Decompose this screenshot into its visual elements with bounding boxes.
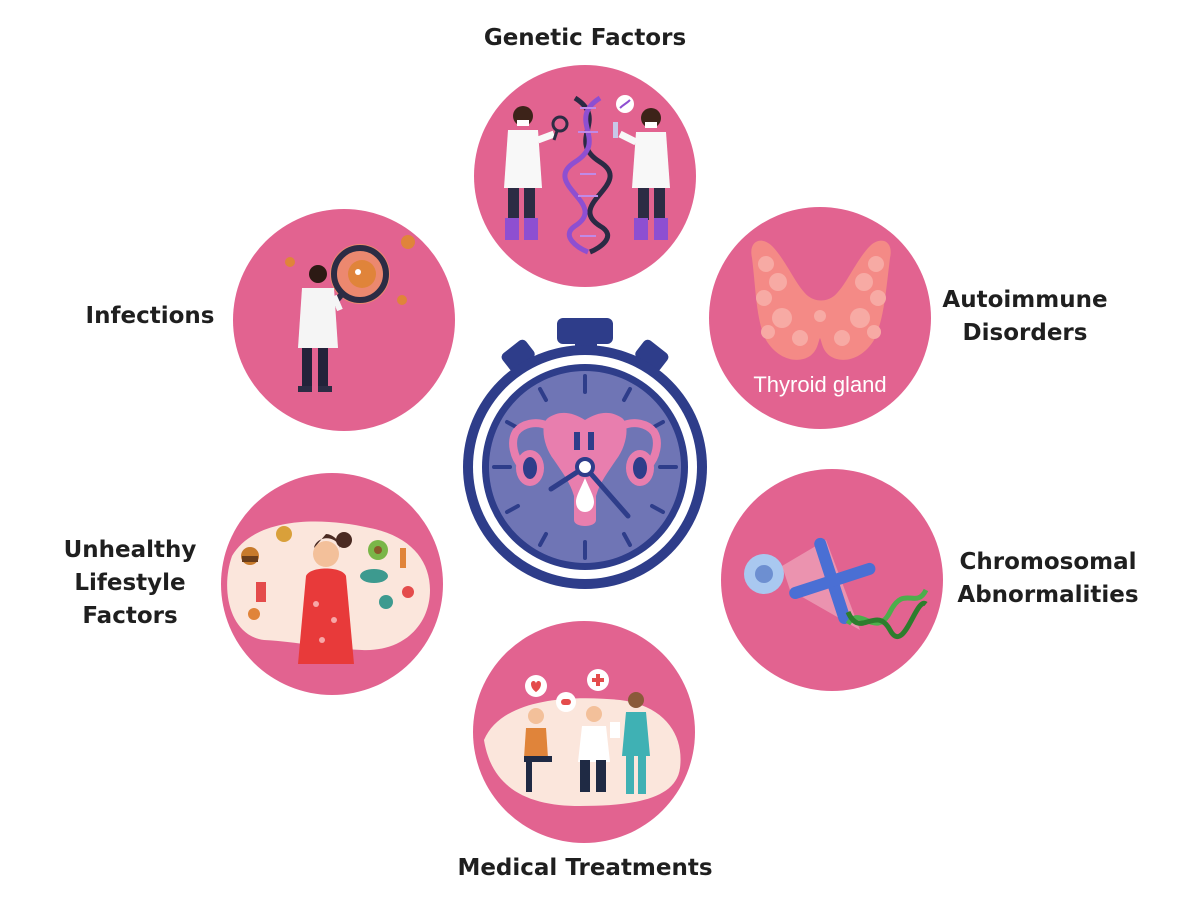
infections-icon bbox=[233, 209, 455, 431]
unhealthy-lifestyle-icon bbox=[221, 473, 443, 695]
stopwatch-uterus-icon bbox=[463, 318, 707, 589]
genetic-factors-icon bbox=[474, 65, 696, 287]
unhealthy-line-2: Lifestyle bbox=[74, 570, 186, 596]
autoimmune-thyroid-icon: Thyroid gland bbox=[709, 207, 931, 429]
unhealthy-lifestyle-label: Unhealthy Lifestyle Factors bbox=[40, 534, 220, 633]
thyroid-gland-caption: Thyroid gland bbox=[753, 372, 886, 397]
chromosomal-line-2: Abnormalities bbox=[957, 582, 1139, 608]
autoimmune-line-1: Autoimmune bbox=[942, 287, 1108, 313]
autoimmune-label: Autoimmune Disorders bbox=[930, 284, 1120, 350]
autoimmune-line-2: Disorders bbox=[962, 320, 1088, 346]
medical-treatments-label: Medical Treatments bbox=[420, 852, 750, 885]
infections-text: Infections bbox=[85, 303, 215, 329]
genetic-factors-text: Genetic Factors bbox=[483, 25, 687, 51]
unhealthy-line-1: Unhealthy bbox=[63, 537, 197, 563]
genetic-factors-label: Genetic Factors bbox=[435, 22, 735, 55]
chromosomal-line-1: Chromosomal bbox=[959, 549, 1137, 575]
chromosomal-label: Chromosomal Abnormalities bbox=[950, 546, 1146, 612]
infections-label: Infections bbox=[60, 300, 240, 333]
unhealthy-line-3: Factors bbox=[82, 603, 178, 629]
medical-treatments-icon bbox=[473, 621, 695, 843]
chromosomal-abnormalities-icon bbox=[721, 469, 943, 691]
medical-treatments-text: Medical Treatments bbox=[457, 855, 713, 881]
